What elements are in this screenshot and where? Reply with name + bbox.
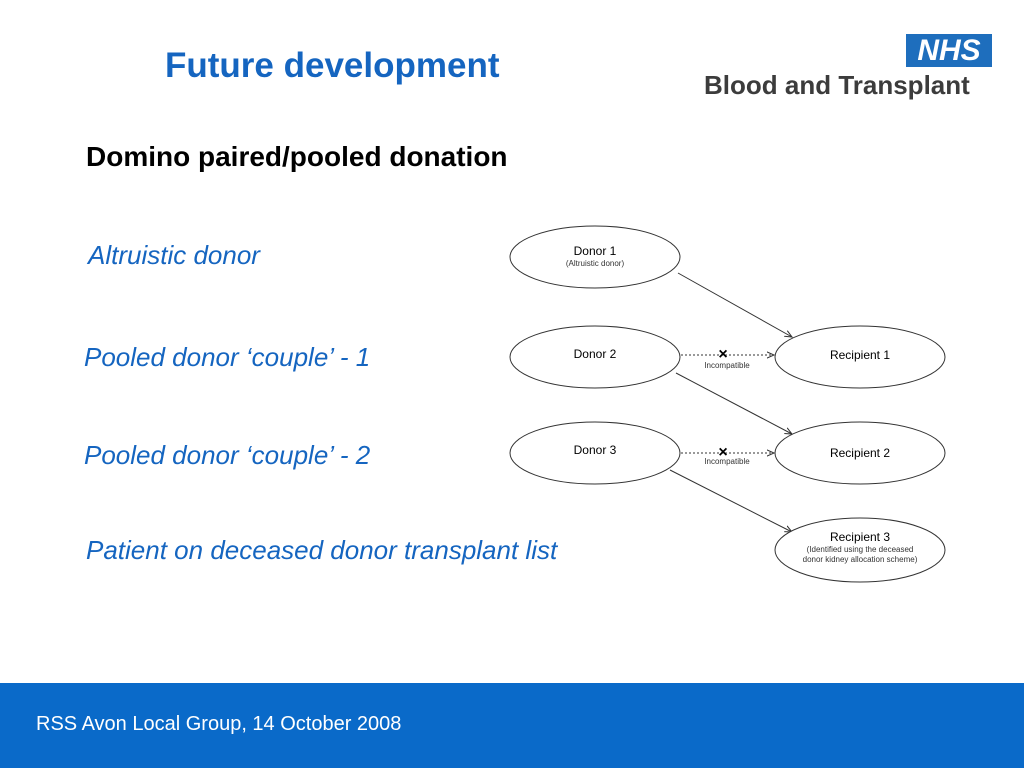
node-donor-2-title: Donor 2 [574, 347, 617, 361]
node-recipient-1: Recipient 1 [774, 325, 946, 389]
node-donor-1: Donor 1 (Altruistic donor) [509, 225, 681, 289]
node-donor-2: Donor 2 [509, 325, 681, 389]
node-recipient-3-note-line2: donor kidney allocation scheme) [803, 555, 918, 564]
incompatible-label: Incompatible [704, 361, 750, 370]
node-donor-3-title: Donor 3 [574, 443, 617, 457]
edge-donor2-recipient2 [675, 372, 792, 434]
nhs-logo-mark: NHS [917, 34, 981, 67]
nhs-blood-and-transplant-logo: NHS Blood and Transplant [703, 33, 993, 103]
node-donor-1-note: (Altruistic donor) [566, 259, 625, 268]
node-donor-3: Donor 3 [509, 421, 681, 485]
label-pooled-couple-2: Pooled donor ‘couple’ - 2 [84, 440, 371, 470]
node-recipient-3-title: Recipient 3 [830, 530, 890, 544]
incompatible-cross-icon: × [718, 444, 727, 461]
node-donor-1-title: Donor 1 [574, 244, 617, 258]
slide-subtitle: Domino paired/pooled donation [86, 141, 508, 172]
label-patient-deceased-list: Patient on deceased donor transplant lis… [86, 535, 558, 565]
node-recipient-2-title: Recipient 2 [830, 446, 890, 460]
edge-donor3-recipient3 [669, 469, 792, 532]
nhs-logo-box [906, 34, 992, 67]
org-name: Blood and Transplant [704, 70, 970, 100]
node-recipient-3-note-line1: (Identified using the deceased [807, 545, 914, 554]
edge-donor3-recipient2-incompatible: × Incompatible [681, 444, 774, 466]
footer-bar: RSS Avon Local Group, 14 October 2008 [0, 683, 1024, 768]
node-recipient-2: Recipient 2 [774, 421, 946, 485]
node-recipient-3: Recipient 3 (Identified using the deceas… [774, 517, 946, 583]
footer-text: RSS Avon Local Group, 14 October 2008 [36, 713, 402, 735]
label-altruistic-donor: Altruistic donor [88, 240, 260, 270]
node-recipient-1-title: Recipient 1 [830, 348, 890, 362]
incompatible-label: Incompatible [704, 457, 750, 466]
edge-donor2-recipient1-incompatible: × Incompatible [681, 346, 774, 370]
edge-donor1-recipient1 [677, 272, 792, 337]
incompatible-cross-icon: × [718, 346, 727, 363]
label-pooled-couple-1: Pooled donor ‘couple’ - 1 [84, 342, 371, 372]
slide-title: Future development [165, 46, 500, 85]
